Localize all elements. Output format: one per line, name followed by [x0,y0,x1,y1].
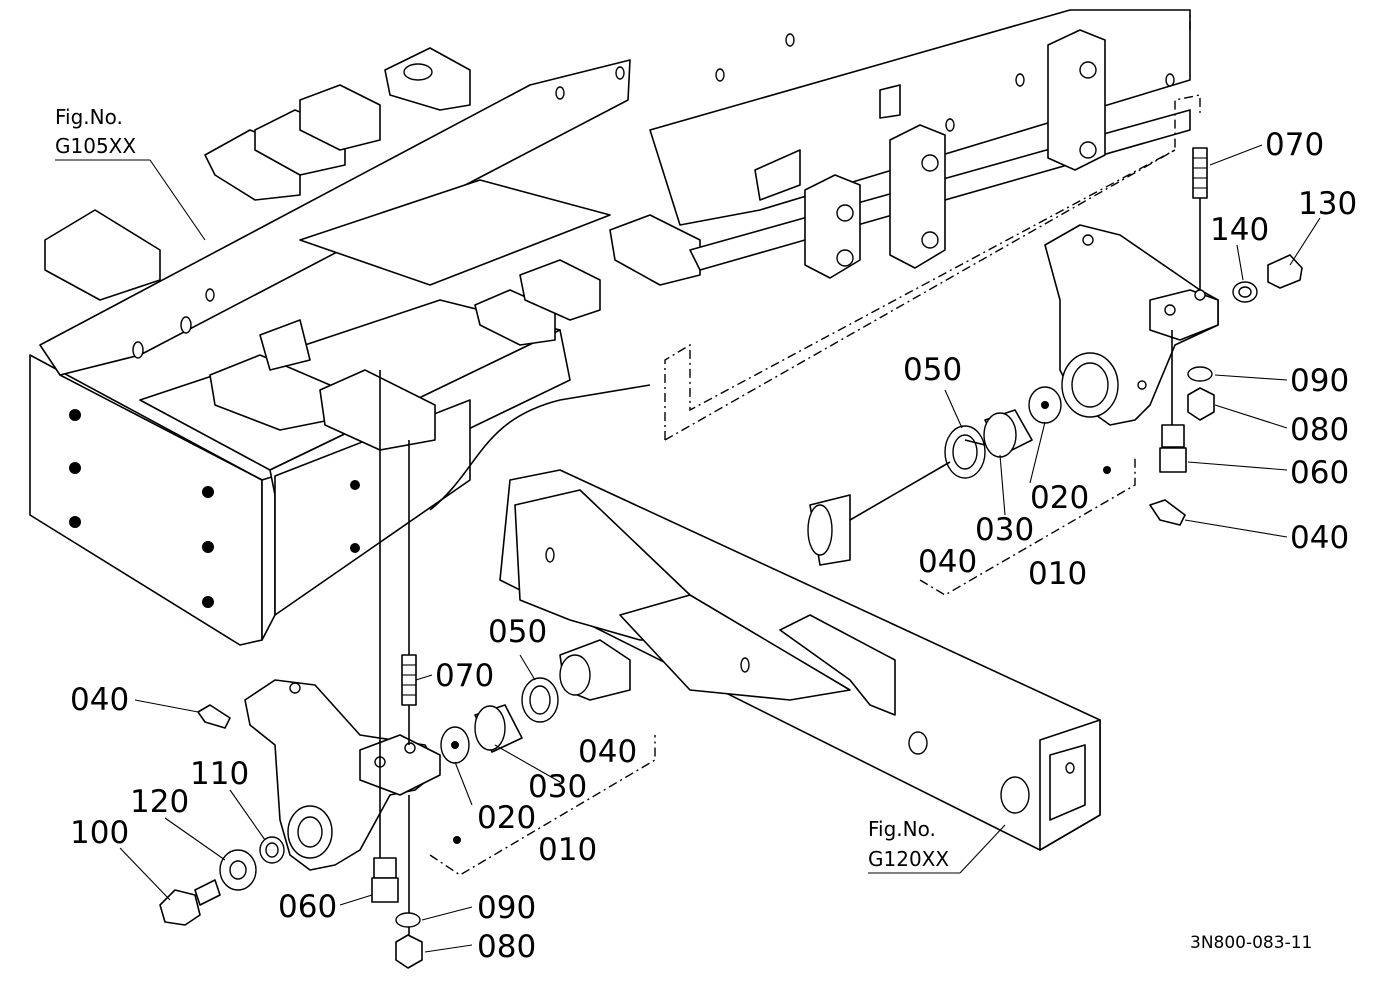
callout-070-left: 070 [435,658,494,694]
callout-040-left-b: 040 [578,734,637,770]
callout-050-right: 050 [903,352,962,388]
drawing-code: 3N800-083-11 [1190,933,1312,953]
callout-010-right: 010 [1028,556,1087,592]
callout-020-left: 020 [477,800,536,836]
rear-frame [649,9,1201,441]
callout-020-right: 020 [1030,480,1089,516]
callout-140: 140 [1210,212,1269,248]
callout-120: 120 [130,784,189,820]
callout-040-left-a: 040 [70,682,129,718]
callout-130: 130 [1298,186,1357,222]
callout-060-left: 060 [278,889,337,925]
leader-lines [55,144,1321,953]
fig-ref-g105-line2: G105XX [55,134,136,158]
fig-ref-g105-line1: Fig.No. [55,105,123,129]
callout-090-left: 090 [477,890,536,926]
callout-050-left: 050 [488,614,547,650]
callout-060-right: 060 [1290,455,1349,491]
callout-080-left: 080 [477,929,536,965]
callout-040-right-a: 040 [1290,520,1349,556]
callout-090-right: 090 [1290,363,1349,399]
front-axle-beam [429,384,1101,851]
fig-ref-g120-line2: G120XX [868,847,949,871]
callout-010-left: 010 [538,832,597,868]
fig-ref-g120-line1: Fig.No. [868,817,936,841]
callout-030-right: 030 [975,512,1034,548]
left-bracket-assembly [159,370,656,969]
callout-030-left: 030 [528,769,587,805]
callout-100: 100 [70,815,129,851]
callout-080-right: 080 [1290,412,1349,448]
front-frame [29,47,701,646]
callout-110: 110 [190,756,249,792]
callout-070-right: 070 [1265,127,1324,163]
right-bracket-assembly [849,147,1303,596]
callout-040-right-b: 040 [918,544,977,580]
